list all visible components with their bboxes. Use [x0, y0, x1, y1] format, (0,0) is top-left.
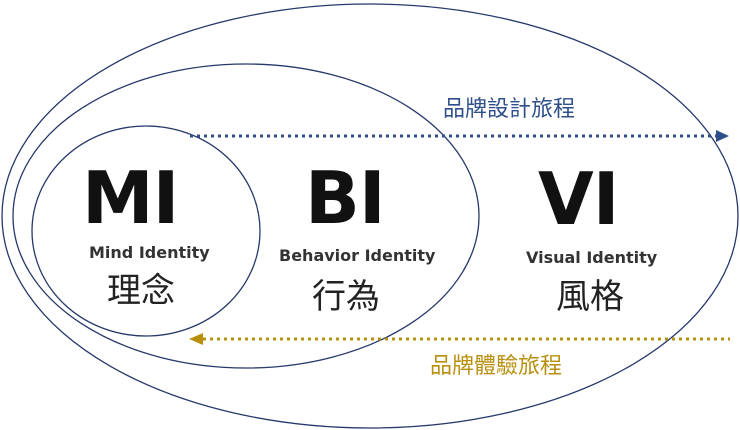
vi-ellipse	[1, 3, 739, 429]
bi-ellipse	[12, 63, 480, 369]
bi-chinese-label: 行為	[312, 277, 380, 317]
bi-english-label: Behavior Identity	[279, 246, 436, 265]
experience-journey-label: 品牌體驗旅程	[430, 354, 563, 379]
design-journey-label: 品牌設計旅程	[443, 97, 576, 122]
bi-abbreviation: BI	[305, 156, 386, 240]
experience-journey-arrowhead	[189, 333, 203, 345]
mi-chinese-label: 理念	[107, 271, 175, 311]
vi-chinese-label: 風格	[556, 277, 624, 317]
vi-english-label: Visual Identity	[526, 248, 658, 267]
mi-english-label: Mind Identity	[89, 243, 210, 262]
mi-ellipse	[31, 125, 261, 337]
mi-abbreviation: MI	[82, 156, 179, 240]
design-journey-arrowhead	[716, 130, 729, 142]
vi-abbreviation: VI	[538, 157, 620, 241]
